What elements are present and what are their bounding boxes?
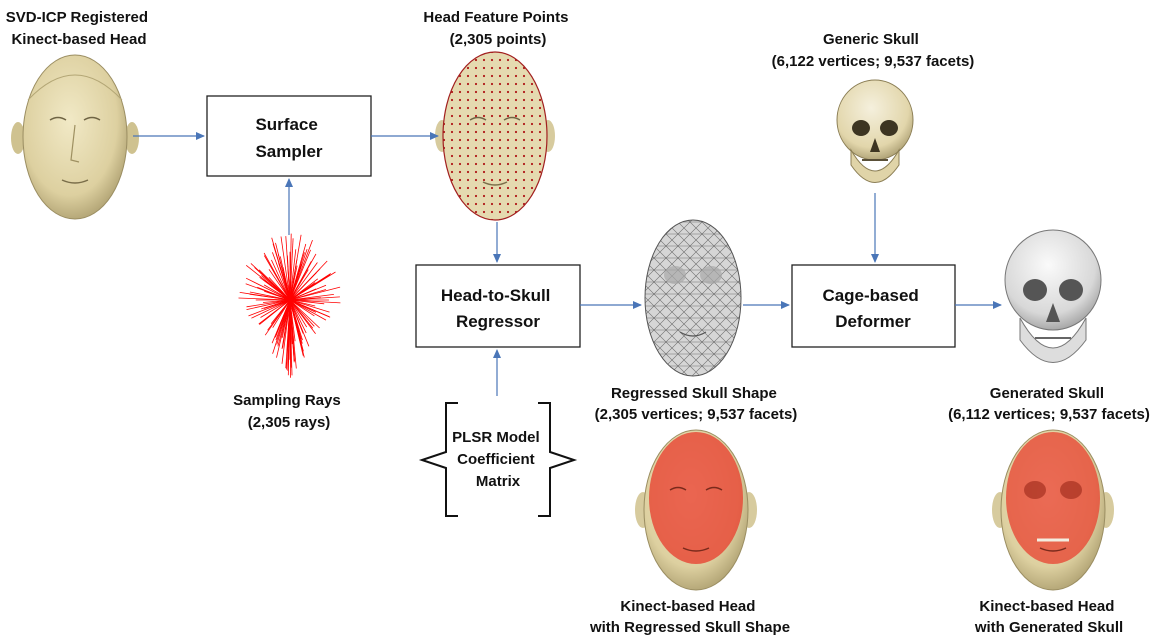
sampling-ray <box>268 269 291 301</box>
sampling-ray <box>271 259 291 301</box>
sampling-ray <box>289 299 325 305</box>
sampling-ray <box>289 248 308 301</box>
feature-points-label: Head Feature Points (2,305 points) <box>423 9 572 48</box>
head-to-skull-regressor-label: Head-to-Skull Regressor <box>441 286 555 331</box>
cage-based-deformer-box <box>791 264 956 348</box>
sampling-ray <box>246 299 291 310</box>
sampling-ray <box>246 299 291 308</box>
sampling-ray <box>289 299 307 334</box>
sampling-ray <box>263 255 291 301</box>
sampling-ray <box>281 299 291 364</box>
registered-head-icon <box>11 54 139 220</box>
generic-skull-label: Generic Skull (6,122 vertices; 9,537 fac… <box>772 31 975 70</box>
sampling-ray <box>289 278 319 301</box>
surface-sampler-label: Surface Sampler <box>255 115 322 161</box>
sampling-ray <box>289 288 317 301</box>
sampling-ray <box>289 299 327 321</box>
sampling-ray <box>239 292 291 301</box>
sampling-ray <box>289 299 315 327</box>
head-with-generated-skull-label: Kinect-based Head with Generated Skull <box>974 598 1123 636</box>
sampling-ray <box>276 299 291 358</box>
sampling-ray <box>251 299 291 319</box>
sampling-ray <box>289 299 302 340</box>
sampling-ray <box>270 299 291 325</box>
sampling-ray <box>289 299 296 342</box>
sampling-ray <box>260 299 291 318</box>
sampling-ray <box>271 299 291 344</box>
sampling-ray <box>238 297 291 301</box>
sampling-ray <box>263 284 291 301</box>
sampling-ray <box>289 299 341 304</box>
sampling-ray <box>289 286 341 301</box>
cage-based-deformer-label: Cage-based Deformer <box>822 286 923 331</box>
sampling-ray <box>263 299 291 309</box>
sampling-ray <box>289 299 320 329</box>
feature-points-head-icon <box>435 51 555 221</box>
surface-sampler-box <box>206 95 372 177</box>
sampling-ray <box>289 238 294 301</box>
sampling-rays-label: Sampling Rays (2,305 rays) <box>233 392 345 431</box>
sampling-ray <box>259 276 291 301</box>
generated-skull-icon <box>1004 229 1102 363</box>
sampling-ray <box>289 297 321 301</box>
sampling-ray <box>289 299 316 335</box>
generated-skull-label: Generated Skull (6,112 vertices; 9,537 f… <box>948 385 1150 423</box>
plsr-coefficient-label: PLSR Model Coefficient Matrix <box>452 429 544 490</box>
sampling-ray <box>289 260 328 301</box>
regressed-skull-label: Regressed Skull Shape (2,305 vertices; 9… <box>595 385 798 423</box>
generic-skull-icon <box>836 79 914 183</box>
sampling-ray <box>258 299 291 325</box>
sampling-ray <box>275 299 291 341</box>
sampling-ray <box>289 283 315 301</box>
sampling-rays-icon <box>238 233 341 378</box>
sampling-ray <box>285 299 291 369</box>
registered-head-label: SVD-ICP Registered Kinect-based Head <box>6 9 152 48</box>
sampling-ray <box>280 236 291 301</box>
sampling-ray <box>258 269 291 301</box>
sampling-ray <box>262 299 291 303</box>
plsr-coefficient-bracket <box>418 402 578 517</box>
sampling-ray <box>279 256 291 301</box>
sampling-ray <box>289 299 304 334</box>
sampling-ray <box>289 261 312 301</box>
sampling-ray <box>289 299 330 313</box>
sampling-ray <box>289 299 308 328</box>
sampling-ray <box>289 249 297 301</box>
head-with-regressed-skull-label: Kinect-based Head with Regressed Skull S… <box>589 598 790 636</box>
sampling-ray <box>289 262 318 301</box>
head-to-skull-regressor-box <box>415 264 581 348</box>
regressed-skull-wireframe-icon <box>644 219 742 377</box>
head-with-regressed-skull-icon <box>635 429 757 591</box>
head-with-generated-skull-icon <box>992 429 1114 591</box>
sampling-ray <box>272 252 291 301</box>
sampling-ray <box>245 277 291 301</box>
sampling-ray <box>289 299 330 318</box>
sampling-ray <box>245 283 291 301</box>
sampling-ray <box>289 234 302 301</box>
